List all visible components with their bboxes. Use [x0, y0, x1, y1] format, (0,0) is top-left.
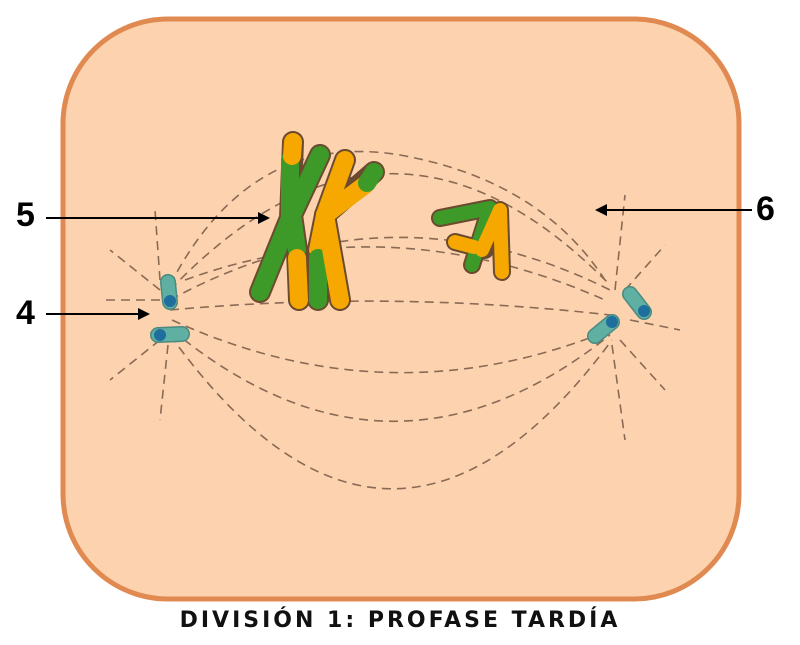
caption: DIVISIÓN 1: PROFASE TARDÍA	[179, 608, 621, 633]
label-5: 5	[16, 196, 35, 234]
chromosome-pair-large	[249, 131, 385, 311]
centrioles-left	[150, 274, 190, 343]
chromatid	[316, 176, 374, 309]
cell-membrane	[60, 16, 742, 602]
chromosome-pair-small	[431, 199, 511, 281]
label-6: 6	[756, 190, 775, 228]
centrioles-right	[587, 286, 652, 344]
pointer-arrows	[46, 204, 752, 320]
spindle-fibers	[100, 150, 681, 490]
chromatid	[283, 146, 329, 259]
label-4: 4	[16, 294, 35, 332]
